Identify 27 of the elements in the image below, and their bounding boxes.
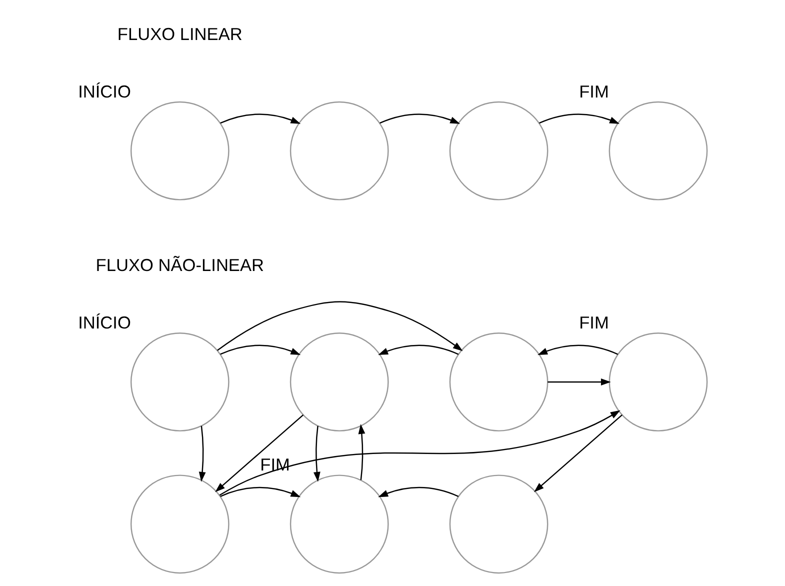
node-circle (449, 474, 548, 574)
arrow (215, 414, 304, 492)
node-label: INÍCIO (78, 312, 131, 332)
node-label: FIM (579, 312, 609, 332)
arrow (534, 414, 622, 492)
node-circle (130, 474, 230, 574)
label: FLUXO NÃO-LINEAR (96, 255, 264, 275)
arrow (314, 426, 320, 482)
arrow (358, 424, 366, 480)
arrow (378, 344, 459, 355)
arrow (539, 114, 620, 124)
node-circle (130, 332, 230, 432)
arrow (538, 344, 618, 355)
arrow (198, 426, 206, 482)
node-circle (130, 101, 230, 200)
arrow (548, 378, 611, 386)
arrow (217, 301, 463, 352)
node-label: FIM (260, 454, 290, 475)
arrow (220, 114, 301, 124)
arrow (220, 344, 301, 355)
arrow (220, 486, 301, 498)
label: FLUXO LINEAR (117, 24, 242, 44)
arrow (219, 410, 620, 496)
arrow (378, 486, 459, 498)
node-label: FIM (579, 81, 609, 102)
arrow (380, 114, 460, 124)
node-label: INÍCIO (78, 81, 131, 102)
